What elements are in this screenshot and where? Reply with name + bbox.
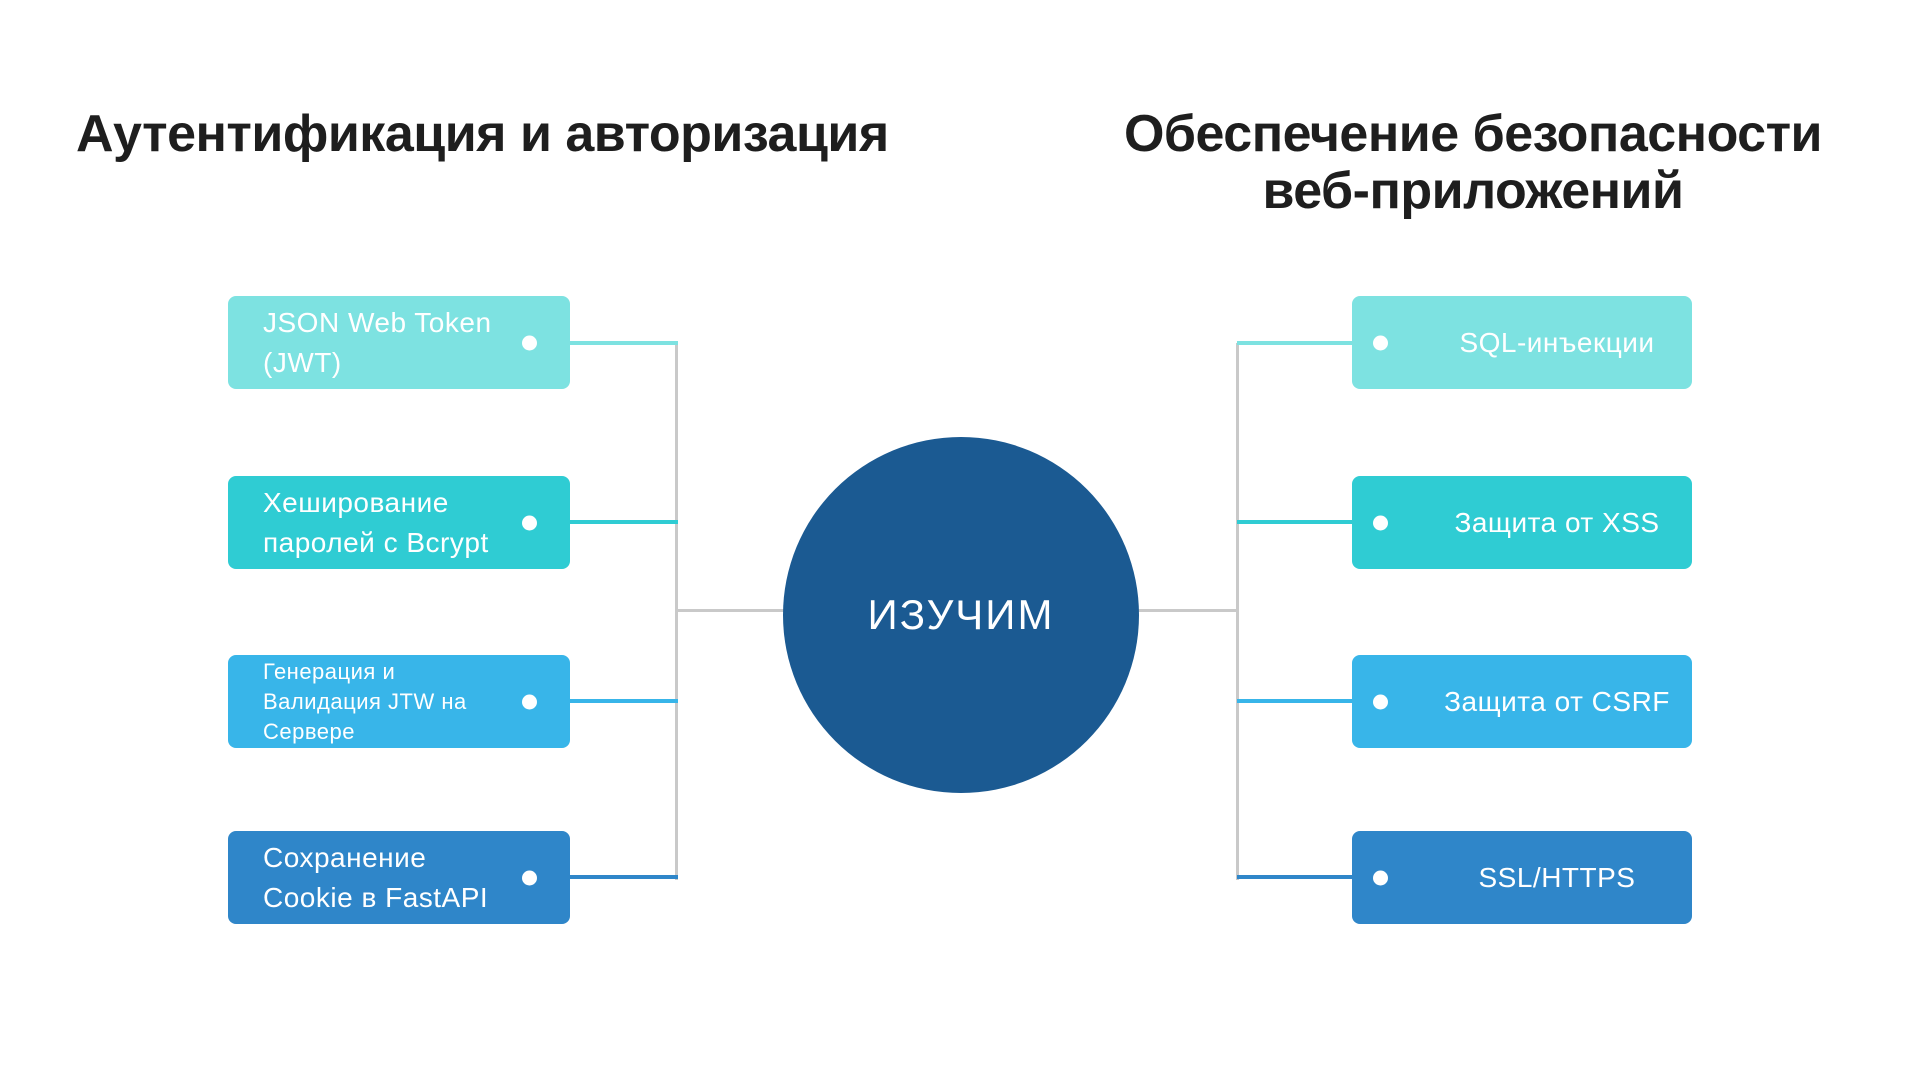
node-ssl-https: SSL/HTTPS bbox=[1352, 831, 1692, 924]
connector-line bbox=[566, 875, 678, 879]
bullet-dot bbox=[1373, 870, 1388, 885]
central-node: ИЗУЧИМ bbox=[783, 437, 1139, 793]
node-label: Защита от CSRF bbox=[1444, 685, 1670, 717]
bullet-dot bbox=[1373, 515, 1388, 530]
right-branch-title: Обеспечение безопасности веб-приложений bbox=[1123, 105, 1823, 221]
node-xss: Защита от XSS bbox=[1352, 476, 1692, 569]
node-sql-injection: SQL-инъекции bbox=[1352, 296, 1692, 389]
bullet-dot bbox=[522, 515, 537, 530]
bullet-dot bbox=[1373, 694, 1388, 709]
bullet-dot bbox=[1373, 335, 1388, 350]
node-label: SSL/HTTPS bbox=[1478, 861, 1636, 893]
bullet-dot bbox=[522, 870, 537, 885]
bullet-dot bbox=[522, 335, 537, 350]
connector-line bbox=[566, 520, 678, 524]
left-branch-title: Аутентификация и авторизация bbox=[76, 105, 889, 163]
node-label: Хеширование паролей с Bcrypt bbox=[263, 486, 489, 558]
node-jwt: JSON Web Token (JWT) bbox=[228, 296, 570, 389]
node-csrf: Защита от CSRF bbox=[1352, 655, 1692, 748]
node-label: Защита от XSS bbox=[1454, 506, 1660, 538]
connector-line bbox=[1237, 699, 1355, 703]
connector-line bbox=[1237, 341, 1355, 345]
central-node-label: ИЗУЧИМ bbox=[867, 591, 1055, 638]
node-label: Сохранение Cookie в FastAPI bbox=[263, 841, 489, 913]
node-jwt-generation: Генерация и Валидация JTW на Сервере bbox=[228, 655, 570, 748]
connector-line bbox=[566, 699, 678, 703]
node-label: SQL-инъекции bbox=[1459, 326, 1655, 358]
connector-line bbox=[1237, 875, 1355, 879]
connector-line bbox=[1237, 520, 1355, 524]
node-cookie-fastapi: Сохранение Cookie в FastAPI bbox=[228, 831, 570, 924]
connector-line bbox=[566, 341, 678, 345]
node-label: JSON Web Token (JWT) bbox=[263, 306, 492, 378]
left-main-branch-line bbox=[676, 609, 786, 612]
node-bcrypt: Хеширование паролей с Bcrypt bbox=[228, 476, 570, 569]
right-main-branch-line bbox=[1138, 609, 1238, 612]
node-label: Генерация и Валидация JTW на Сервере bbox=[263, 658, 467, 744]
bullet-dot bbox=[522, 694, 537, 709]
